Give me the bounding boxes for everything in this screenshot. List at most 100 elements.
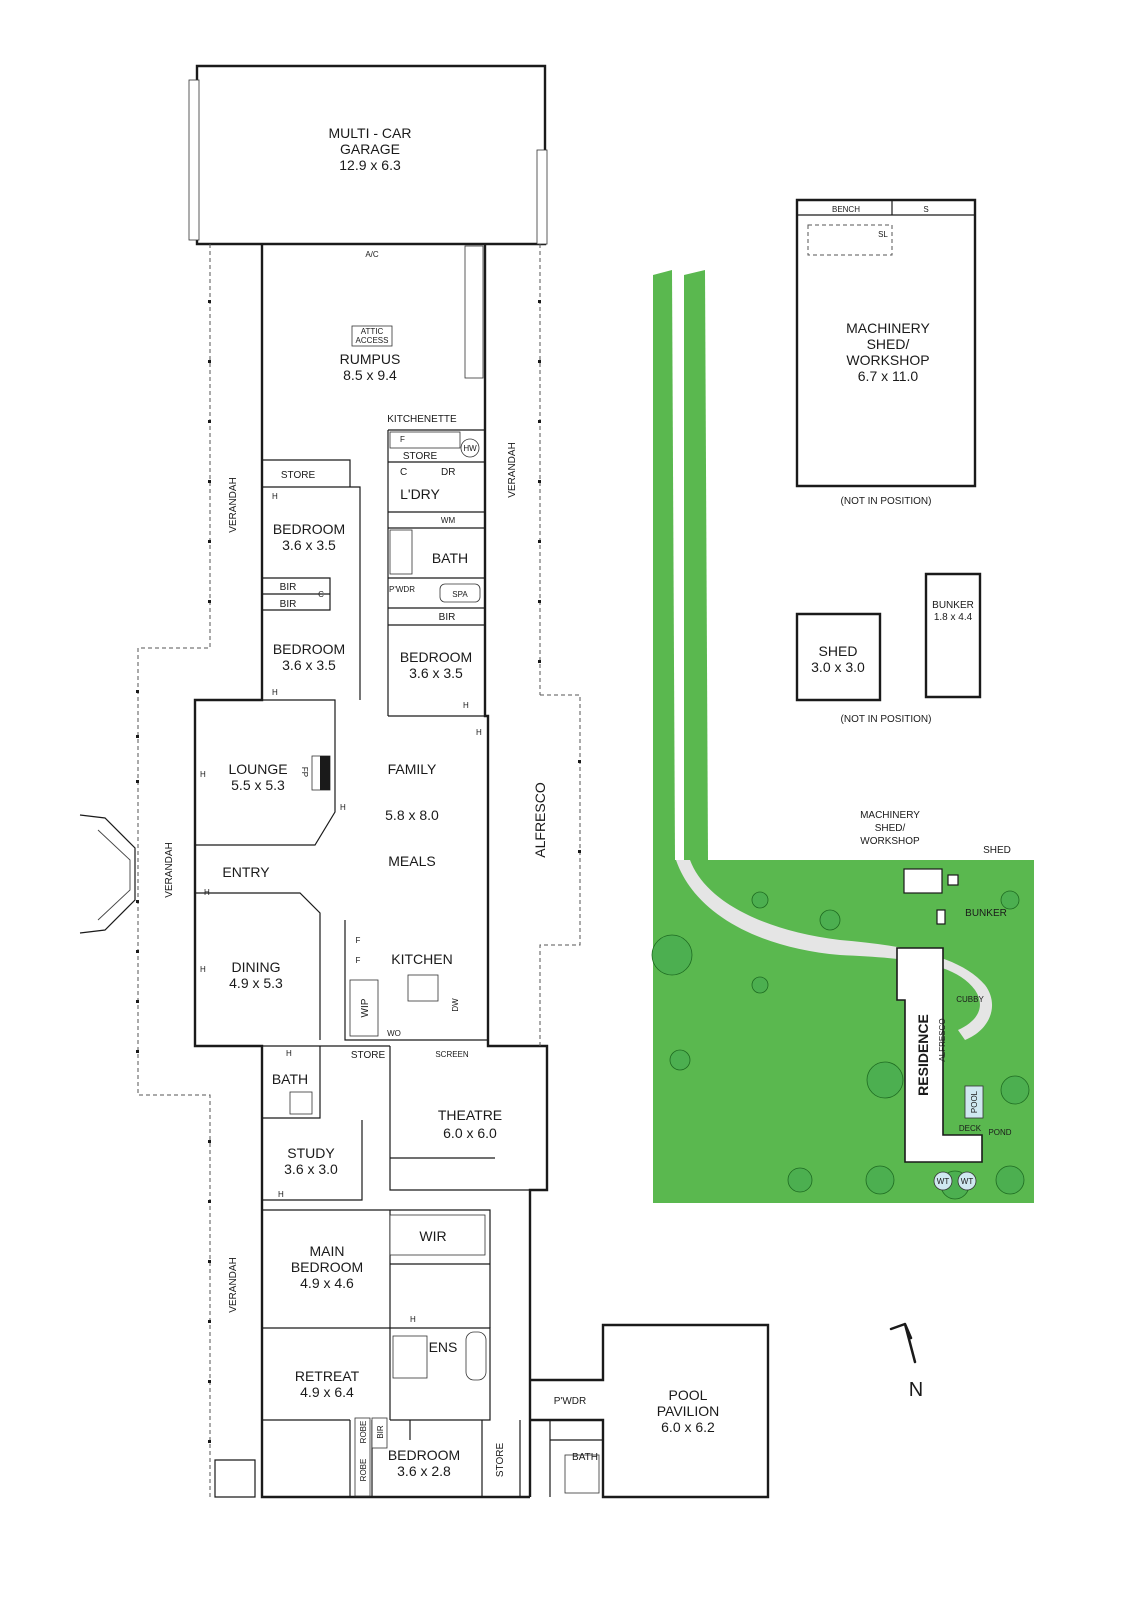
wt-label: WT	[937, 1177, 950, 1186]
h-mark: H	[410, 1315, 416, 1324]
theatre-label: THEATRE	[438, 1107, 502, 1123]
bir-label: BIR	[280, 582, 297, 593]
machinery-shed-label: SHED/	[867, 336, 910, 352]
bath-label: BATH	[432, 550, 468, 566]
tree	[669, 1049, 691, 1071]
bedroom-size: 3.6 x 3.5	[282, 657, 336, 673]
bir-label: BIR	[280, 599, 297, 610]
h-mark: H	[340, 803, 346, 812]
shower	[392, 1335, 428, 1379]
driveway	[676, 860, 993, 1040]
tree	[651, 934, 693, 976]
site-plan: MACHINERY SHED/ WORKSHOP SHED BUNKER CUB…	[651, 270, 1034, 1203]
tree	[787, 1167, 813, 1193]
pool-pavilion-size: 6.0 x 6.2	[661, 1419, 715, 1435]
h-mark: H	[200, 770, 206, 779]
shed-size: 3.0 x 3.0	[811, 659, 865, 675]
fp-label: FP	[300, 767, 309, 777]
c-label: C	[400, 467, 407, 478]
machinery-shed-size: 6.7 x 11.0	[858, 368, 919, 384]
hot-water-unit	[460, 438, 480, 458]
h-mark: H	[272, 492, 278, 501]
bedroom-label: BEDROOM	[400, 649, 472, 665]
garage-size: 12.9 x 6.3	[339, 157, 401, 173]
bedroom-label: BEDROOM	[388, 1447, 460, 1463]
bir-label: BIR	[376, 1425, 385, 1439]
wo-label: WO	[387, 1029, 401, 1038]
screen-label: SCREEN	[435, 1050, 469, 1059]
lounge-label: LOUNGE	[228, 761, 287, 777]
not-in-position-note: (NOT IN POSITION)	[841, 496, 932, 507]
wall	[389, 1046, 530, 1191]
alfresco-edge	[539, 694, 581, 1046]
wip-label: WIP	[360, 998, 371, 1017]
shed-and-bunker: SHED 3.0 x 3.0 BUNKER 1.8 x 4.4 (NOT IN …	[795, 572, 982, 725]
entry-steps	[97, 829, 131, 921]
theatre-size: 6.0 x 6.0	[443, 1125, 497, 1141]
robe-label: ROBE	[359, 1421, 368, 1444]
deck-label: DECK	[959, 1124, 982, 1133]
store-label: STORE	[351, 1050, 386, 1061]
rear-steps	[214, 1459, 256, 1498]
bedroom-size: 3.6 x 3.5	[409, 665, 463, 681]
shed-walls	[795, 612, 882, 702]
entry-label: ENTRY	[222, 864, 270, 880]
pool-pavilion-label: POOL	[669, 1387, 708, 1403]
verandah-label: VERANDAH	[164, 842, 175, 898]
bunker-label: BUNKER	[932, 600, 974, 611]
machinery-shed-walls	[795, 198, 977, 488]
verandah-label: VERANDAH	[507, 442, 518, 498]
garage-door	[536, 149, 548, 245]
study-label: STUDY	[287, 1145, 335, 1161]
kitchen-label: KITCHEN	[391, 951, 452, 967]
h-mark: H	[286, 1049, 292, 1058]
lounge-size: 5.5 x 5.3	[231, 777, 285, 793]
pool-pavilion-label: PAVILION	[657, 1403, 720, 1419]
bunker-size: 1.8 x 4.4	[934, 612, 973, 623]
s-label: S	[923, 205, 928, 214]
fireplace-hearth	[320, 756, 330, 790]
wall	[262, 486, 361, 700]
site-shed-label: SHED	[983, 845, 1011, 856]
east-wall	[483, 244, 549, 1497]
sl-label: SL	[878, 230, 888, 239]
spa-bath	[439, 583, 481, 603]
study-size: 3.6 x 3.0	[284, 1161, 338, 1177]
garage-label: GARAGE	[340, 141, 400, 157]
ac-label: A/C	[365, 250, 379, 259]
attic-label: ACCESS	[356, 336, 389, 345]
tree	[865, 1165, 895, 1195]
shed-label: SHED	[819, 643, 858, 659]
store-label: STORE	[403, 451, 438, 462]
sl-outline	[807, 224, 893, 256]
f-label: F	[356, 936, 361, 945]
dining-size: 4.9 x 5.3	[229, 975, 283, 991]
wall	[262, 459, 351, 487]
wall	[390, 1327, 491, 1421]
tree	[1000, 890, 1020, 910]
shower	[389, 529, 413, 575]
store-label: STORE	[495, 1443, 506, 1478]
dw-label: DW	[451, 998, 460, 1012]
north-arrow-icon: N	[889, 1322, 923, 1401]
bedroom-size: 3.6 x 3.5	[282, 537, 336, 553]
h-mark: H	[272, 688, 278, 697]
residence-label: RESIDENCE	[915, 1014, 931, 1096]
f-label: F	[356, 956, 361, 965]
site-alfresco-label: ALFRESCO	[938, 1018, 947, 1061]
verandah-label: VERANDAH	[228, 1257, 239, 1313]
dr-label: DR	[441, 467, 455, 478]
bath-tub	[465, 1331, 487, 1381]
h-mark: H	[200, 965, 206, 974]
wt-label: WT	[961, 1177, 974, 1186]
wall	[262, 1046, 321, 1119]
bench-label: BENCH	[832, 205, 860, 214]
main-bedroom-label: BEDROOM	[291, 1259, 363, 1275]
wir-label: WIR	[419, 1228, 446, 1244]
h-mark: H	[463, 701, 469, 710]
wardrobe	[389, 1214, 486, 1256]
residence-footprint	[896, 947, 983, 1163]
rumpus-label: RUMPUS	[340, 351, 401, 367]
tree	[751, 891, 769, 909]
wall	[344, 920, 488, 1041]
